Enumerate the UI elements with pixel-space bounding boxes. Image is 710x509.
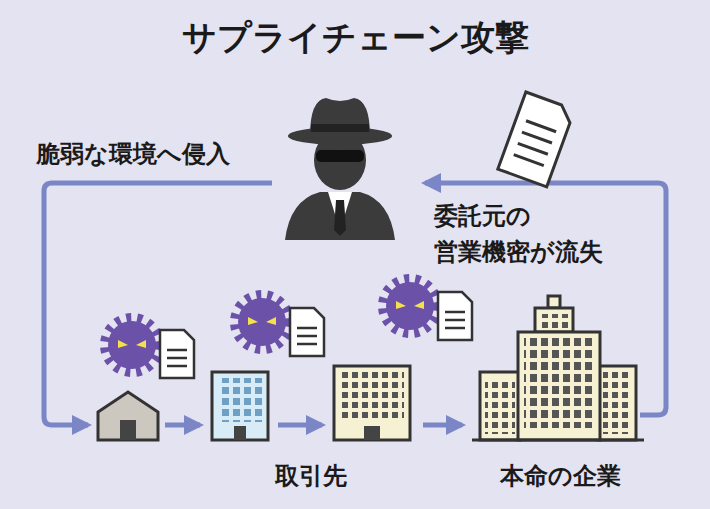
chain-arrow <box>165 423 200 428</box>
chain-arrow <box>423 423 462 428</box>
small-office <box>98 392 158 440</box>
partner-building <box>334 366 410 440</box>
document-icon <box>498 92 575 187</box>
hacker-figure <box>285 98 395 240</box>
target-building <box>472 296 644 440</box>
title: サプライチェーン攻撃 <box>0 16 710 59</box>
virus-icon <box>105 318 159 372</box>
virus-icon <box>235 295 289 349</box>
arrow-label: 脆弱な環境へ侵入 <box>36 136 276 172</box>
company-label: 本命の企業 <box>464 460 656 492</box>
company-label: 取引先 <box>201 460 421 492</box>
document-icon <box>160 330 194 378</box>
virus-icon <box>383 279 437 333</box>
company-group: 本命の企業 <box>464 288 656 492</box>
document-icon <box>438 292 472 340</box>
partner-building <box>212 372 268 440</box>
company-group: 取引先 <box>201 300 421 492</box>
chain-arrow <box>278 423 322 428</box>
arrow-label: 委託元の 営業機密が流失 <box>434 198 656 270</box>
document-icon <box>290 308 324 356</box>
